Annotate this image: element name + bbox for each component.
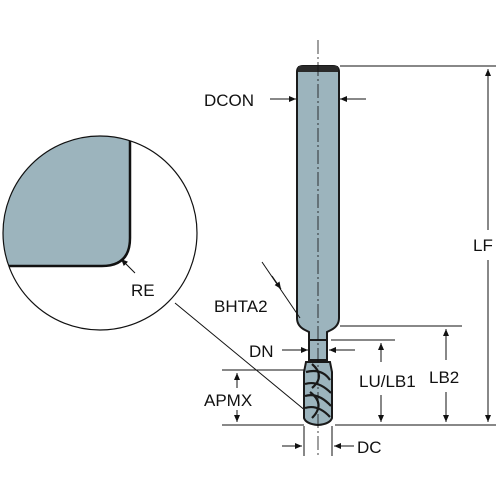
bhta2-dimension: BHTA2 [214,261,301,319]
dcon-dimension: DCON [204,91,366,110]
end-mill-tool [296,40,340,455]
dn-label: DN [249,342,274,361]
apmx-label: APMX [204,391,252,410]
bhta2-label: BHTA2 [214,297,268,316]
lu-lb1-label: LU/LB1 [359,372,416,391]
dcon-label: DCON [204,91,254,110]
lb2-dimension: LB2 [340,325,462,422]
lf-dimension: LF [335,65,496,426]
re-leader [120,258,136,274]
dc-label: DC [357,438,382,457]
corner-detail-shape [3,136,132,268]
corner-radius-detail: RE [2,135,313,417]
detail-circle [2,135,198,331]
dc-dimension: DC [282,426,382,457]
lb2-label: LB2 [429,368,459,387]
apmx-dimension: APMX [204,369,304,426]
lf-label: LF [473,236,493,255]
dn-dimension: DN [249,342,355,361]
detail-connector-line [174,302,313,417]
lu-lb1-dimension: LU/LB1 [331,339,416,422]
re-label: RE [131,281,155,300]
